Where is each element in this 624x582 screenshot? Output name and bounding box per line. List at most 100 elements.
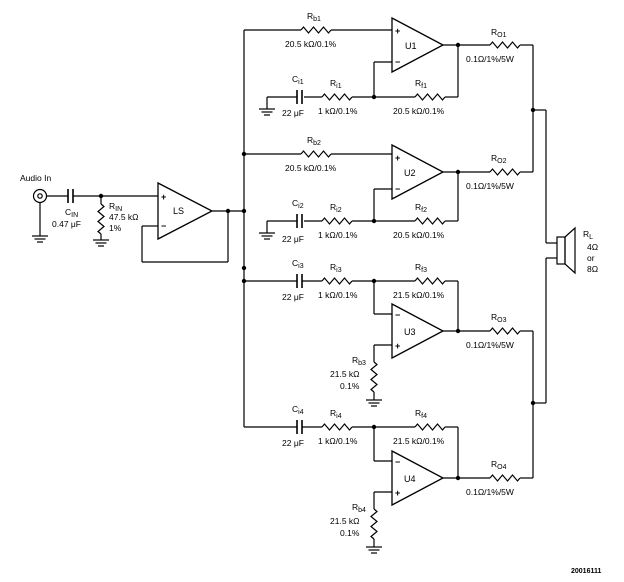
u1-opamp [391,16,490,74]
ci3-capacitor [244,274,322,288]
rl-value-or: or [587,253,595,263]
output-bus-positive [532,45,557,244]
u1-label: U1 [405,41,417,51]
u3-minus-sign: − [395,310,400,320]
u1-minus-sign: − [395,57,400,67]
ro4-value: 0.1Ω/1%/5W [466,487,514,497]
figure-id: 20016111 [571,568,601,575]
ri4-label: Ri4 [330,408,342,420]
ch2-feedback [373,172,459,225]
ri4-value: 1 kΩ/0.1% [318,436,358,446]
ro2-resistor [489,168,533,176]
u1-plus-sign: + [395,26,400,36]
u2-label: U2 [404,168,416,178]
ro2-label: RO2 [491,153,507,165]
junction-dot [530,400,536,406]
junction-dot [455,328,461,334]
rf4-value: 21.5 kΩ/0.1% [393,436,445,446]
ri4-resistor [321,423,415,431]
ls-opamp [140,181,244,263]
ri3-label: Ri3 [330,262,342,274]
rb1-value: 20.5 kΩ/0.1% [285,39,337,49]
rb2-label: Rb2 [307,135,321,147]
ro1-value: 0.1Ω/1%/5W [466,54,514,64]
rb4-resistor [365,491,392,554]
speaker-icon [556,226,576,275]
ci3-value: 22 μF [282,292,304,302]
ri2-value: 1 kΩ/0.1% [318,230,358,240]
rl-value-4: 4Ω [587,242,598,252]
rf3-resistor [414,277,459,331]
ci1-value: 22 μF [282,108,304,118]
ci4-capacitor [244,420,322,434]
rb4-tolerance: 0.1% [340,528,360,538]
ro3-value: 0.1Ω/1%/5W [466,340,514,350]
ri2-label: Ri2 [330,202,342,214]
u4-label: U4 [404,474,416,484]
u4-plus-sign: + [395,488,400,498]
ci1-label: Ci1 [292,74,304,86]
u3-opamp [373,281,490,360]
ri3-value: 1 kΩ/0.1% [318,290,358,300]
ro4-label: RO4 [491,459,507,471]
junction-dot [241,265,247,271]
rl-label: RL [583,229,593,241]
ri1-value: 1 kΩ/0.1% [318,106,358,116]
ci4-label: Ci4 [292,404,304,416]
rf3-label: Rf3 [415,262,427,274]
ci1-capacitor [258,90,303,116]
u3-label: U3 [404,327,416,337]
u2-opamp [391,143,490,201]
cin-capacitor [67,189,140,203]
ro2-value: 0.1Ω/1%/5W [466,181,514,191]
ls-minus-sign: − [161,221,166,231]
rb4-label: Rb4 [352,502,366,514]
rb2-value: 20.5 kΩ/0.1% [285,163,337,173]
cin-label: CIN [65,207,78,219]
rb3-resistor [365,344,392,407]
u4-opamp [373,427,490,507]
ro1-label: RO1 [491,27,507,39]
junction-dot [455,475,461,481]
u2-minus-sign: − [395,184,400,194]
junction-dot [241,278,247,284]
ci3-label: Ci3 [292,258,304,270]
rb1-label: Rb1 [307,11,321,23]
rin-value: 47.5 kΩ [109,212,139,222]
output-bus-negative [532,257,557,478]
rf1-label: Rf1 [415,78,427,90]
ri1-label: Ri1 [330,78,342,90]
rb3-tolerance: 0.1% [340,381,360,391]
ro4-resistor [489,474,533,482]
rf2-label: Rf2 [415,202,427,214]
ro1-resistor [489,41,533,49]
rb3-label: Rb3 [352,355,366,367]
audio-input-label: Audio In [20,173,51,183]
rf4-label: Rf4 [415,408,427,420]
rb1-resistor [244,26,392,34]
ls-plus-sign: + [161,192,166,202]
rb4-value: 21.5 kΩ [330,516,360,526]
ro3-resistor [489,327,533,335]
rb2-resistor [244,150,392,158]
ci2-label: Ci2 [292,198,304,210]
rb3-value: 21.5 kΩ [330,369,360,379]
rin-tolerance: 1% [109,223,122,233]
ri1-resistor [304,93,374,101]
u3-plus-sign: + [395,341,400,351]
rf3-value: 21.5 kΩ/0.1% [393,290,445,300]
junction-dot [530,107,536,113]
u4-minus-sign: − [395,457,400,467]
rf1-value: 20.5 kΩ/0.1% [393,106,445,116]
rf4-resistor [414,423,459,478]
ls-label: LS [173,206,184,216]
rin-resistor [92,196,110,247]
cin-value: 0.47 μF [52,219,81,229]
audio-input-jack [31,188,68,243]
rin-label: RIN [109,201,122,213]
ri2-resistor [304,217,374,225]
rf2-value: 20.5 kΩ/0.1% [393,230,445,240]
junction-dot [225,208,231,214]
ci2-capacitor [258,214,303,240]
